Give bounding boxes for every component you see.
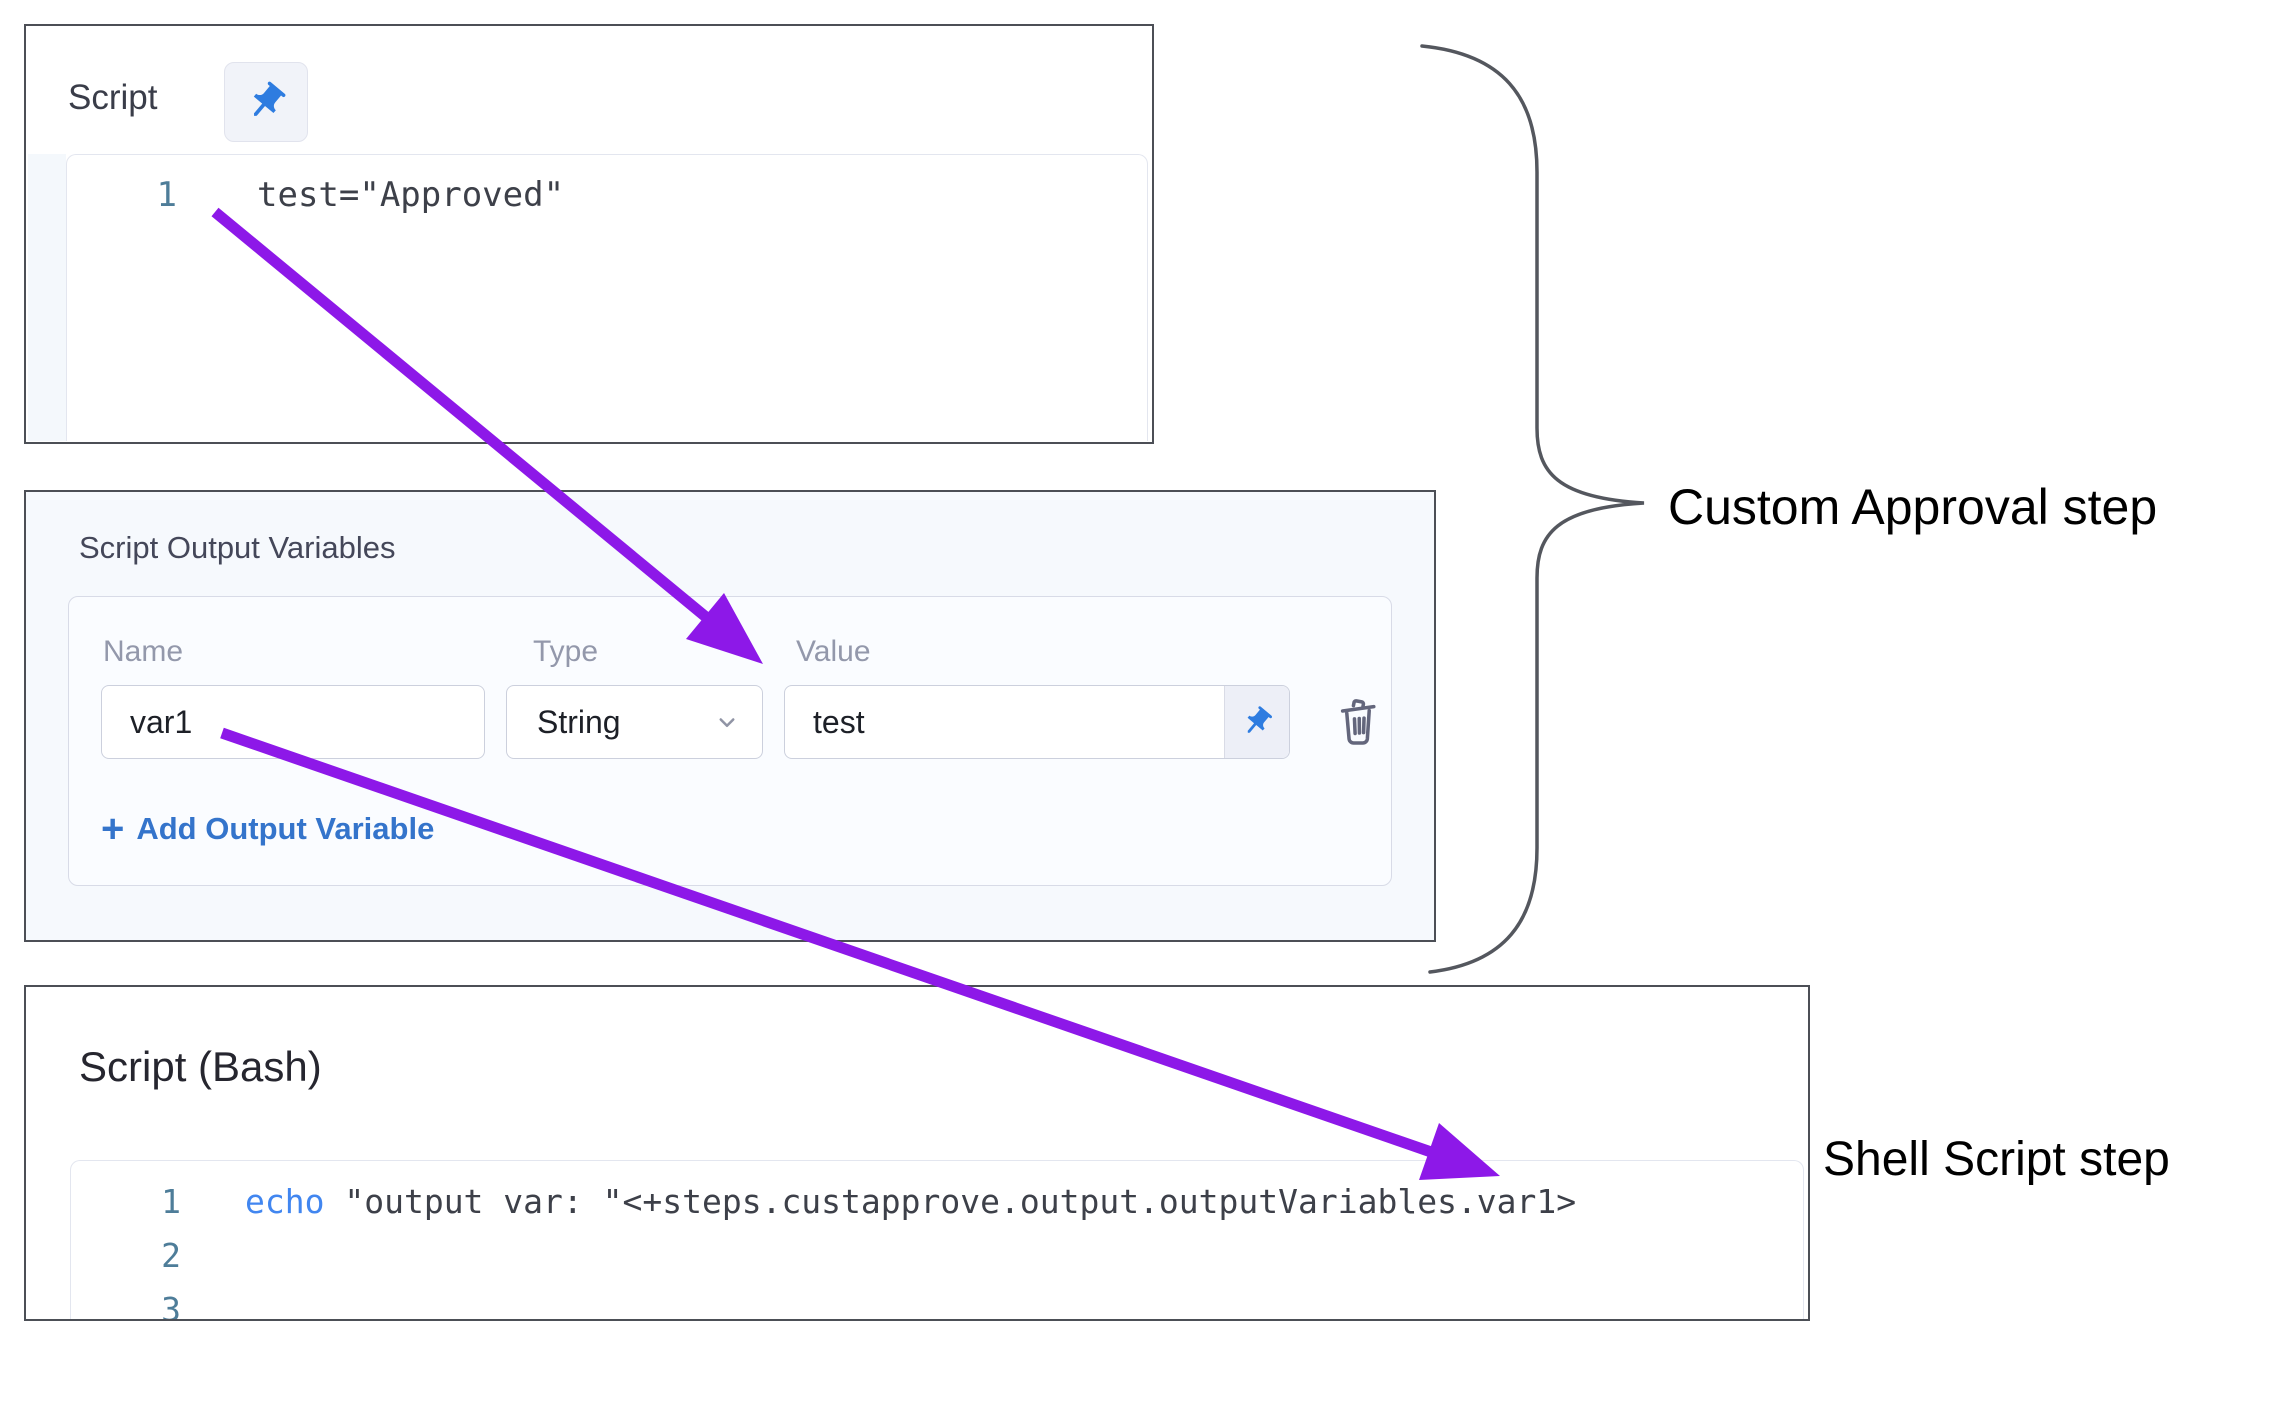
- output-variables-title: Script Output Variables: [79, 530, 396, 565]
- pushpin-icon: [1240, 705, 1274, 739]
- add-output-variable-button[interactable]: + Add Output Variable: [101, 809, 434, 849]
- code-text: test="Approved": [257, 175, 565, 215]
- trash-icon: [1333, 694, 1383, 748]
- chevron-down-icon: [712, 707, 742, 737]
- line-number: 3: [161, 1290, 181, 1319]
- custom-approval-step-label: Custom Approval step: [1668, 479, 2158, 535]
- script-panel: Script 1 test="Approved": [24, 24, 1154, 444]
- variable-value-input[interactable]: [785, 686, 1224, 758]
- bash-script-panel: Script (Bash) 1 echo "output var: "<+ste…: [24, 985, 1810, 1321]
- pushpin-icon: [244, 80, 288, 124]
- variable-type-select[interactable]: String: [506, 685, 763, 759]
- line-number: 1: [161, 1182, 181, 1221]
- plus-icon: +: [101, 807, 125, 851]
- type-column-label: Type: [533, 635, 599, 668]
- line-number: 1: [156, 175, 177, 215]
- code-line: 1 echo "output var: "<+steps.custapprove…: [71, 1175, 1803, 1229]
- variables-card: Name Type Value String: [68, 596, 1392, 886]
- output-variables-panel: Script Output Variables Name Type Value …: [24, 490, 1436, 942]
- value-column-label: Value: [796, 635, 871, 668]
- script-panel-title: Script: [68, 78, 158, 117]
- line-number: 2: [161, 1236, 181, 1275]
- add-output-variable-label: Add Output Variable: [136, 811, 435, 846]
- variable-value-group: [784, 685, 1290, 759]
- editor-margin: [28, 154, 66, 441]
- bash-panel-title: Script (Bash): [79, 1043, 322, 1090]
- pin-button[interactable]: [224, 62, 308, 142]
- code-rest: "output var: "<+steps.custapprove.output…: [324, 1182, 1577, 1221]
- code-line: 1 test="Approved": [67, 171, 1147, 219]
- shell-script-step-label: Shell Script step: [1823, 1133, 2170, 1186]
- name-column-label: Name: [103, 635, 184, 668]
- code-text: echo "output var: "<+steps.custapprove.o…: [245, 1175, 1576, 1229]
- variable-name-input[interactable]: [101, 685, 485, 759]
- code-line: 2: [71, 1229, 1803, 1283]
- keyword: echo: [245, 1182, 325, 1221]
- code-line: 3: [71, 1283, 1803, 1319]
- selected-type: String: [537, 703, 621, 740]
- curly-brace: [1420, 44, 1645, 974]
- delete-variable-button[interactable]: [1331, 691, 1385, 751]
- script-code-editor[interactable]: 1 test="Approved": [66, 154, 1148, 441]
- bash-code-editor[interactable]: 1 echo "output var: "<+steps.custapprove…: [70, 1160, 1804, 1319]
- value-pin-button[interactable]: [1224, 686, 1289, 758]
